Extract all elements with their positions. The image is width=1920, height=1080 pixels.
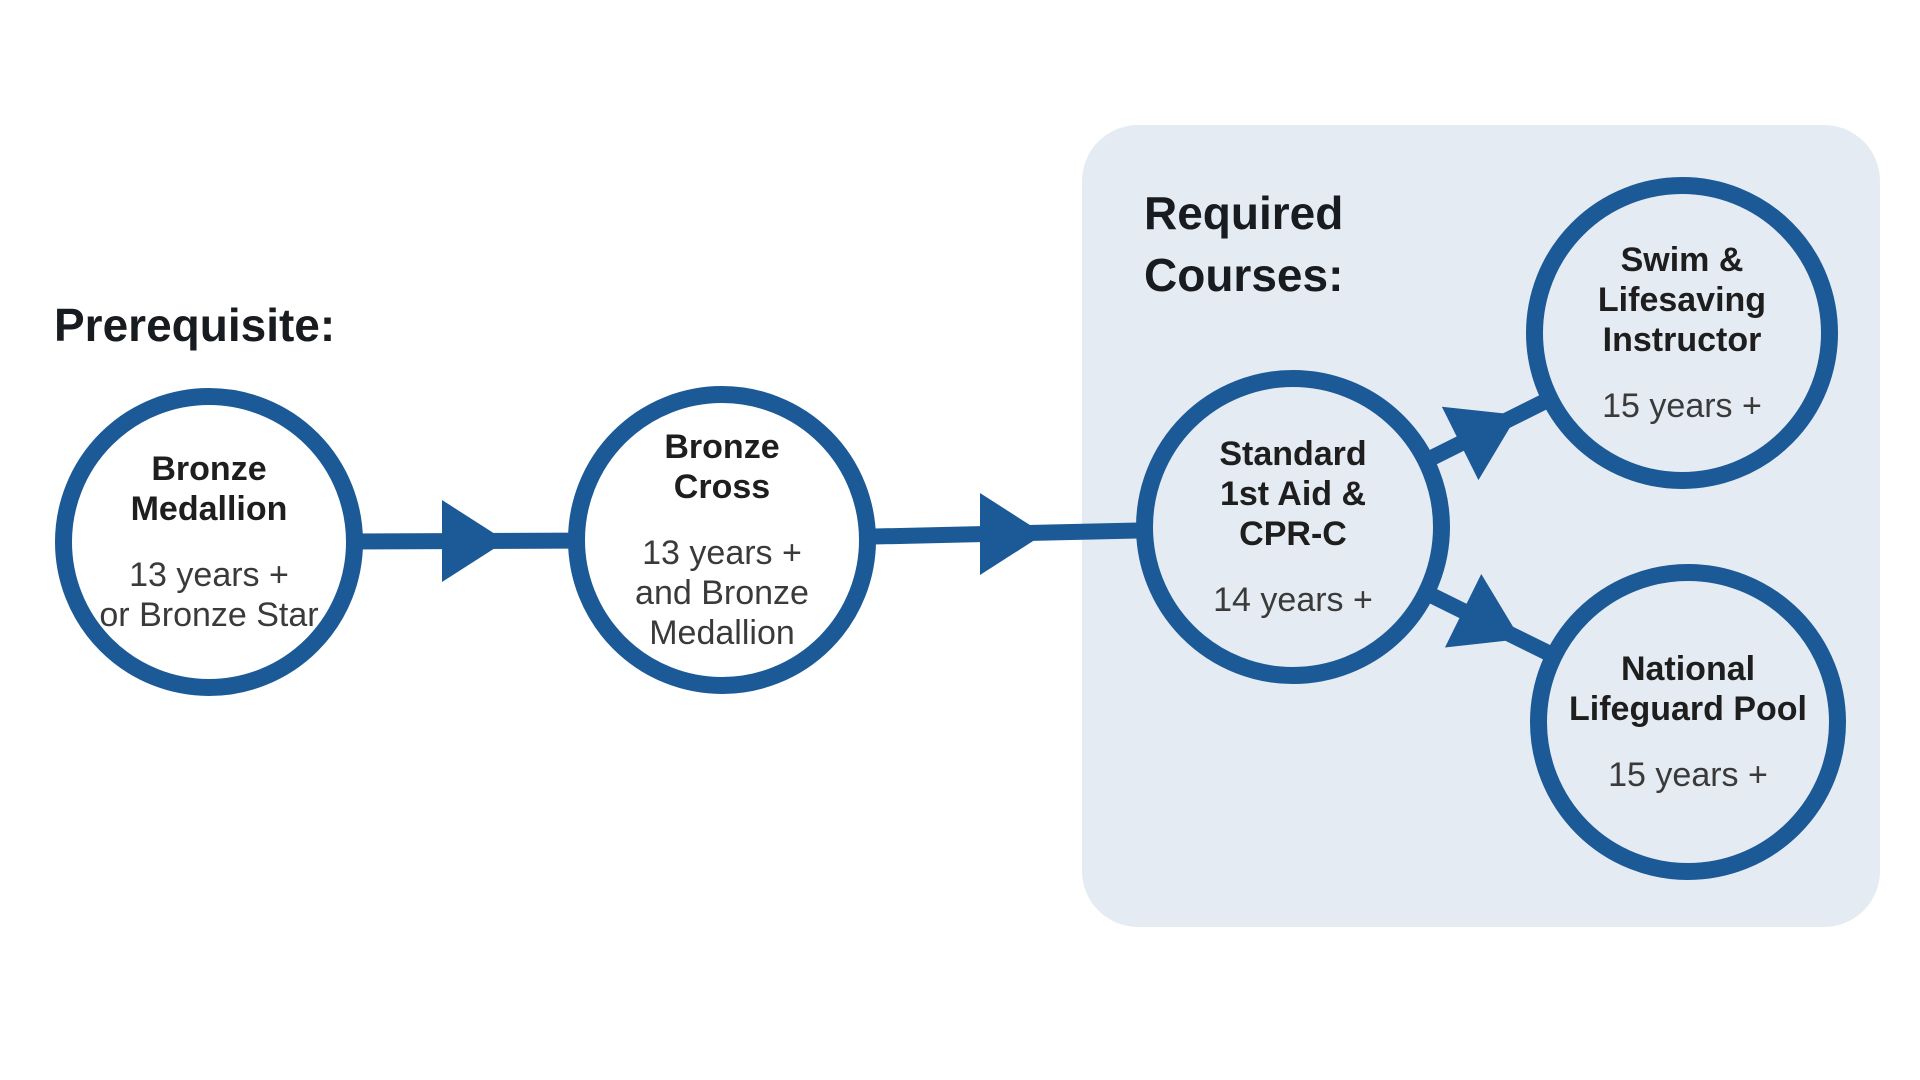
node-title: Standard 1st Aid & CPR-C (1219, 434, 1367, 553)
node-subtitle: 13 years + or Bronze Star (99, 556, 319, 635)
node-title: Swim & Lifesaving Instructor (1597, 240, 1767, 359)
node-standard-first-aid-cpr-c: Standard 1st Aid & CPR-C 14 years + (1136, 370, 1450, 684)
prerequisite-label: Prerequisite: (54, 299, 336, 351)
node-national-lifeguard-pool: National Lifeguard Pool 15 years + (1530, 564, 1846, 880)
node-subtitle: 15 years + (1602, 387, 1762, 426)
node-subtitle: 14 years + (1213, 581, 1373, 620)
node-title: Bronze Cross (664, 427, 780, 506)
required-courses-label: Required Courses: (1144, 187, 1344, 302)
node-swim-lifesaving-instructor: Swim & Lifesaving Instructor 15 years + (1526, 177, 1838, 489)
node-bronze-medallion: Bronze Medallion 13 years + or Bronze St… (55, 388, 363, 696)
node-bronze-cross: Bronze Cross 13 years + and Bronze Medal… (568, 386, 876, 694)
node-subtitle: 13 years + and Bronze Medallion (635, 533, 809, 653)
arrowhead-icon (442, 500, 506, 582)
node-title: Bronze Medallion (130, 449, 288, 528)
node-subtitle: 15 years + (1608, 756, 1768, 795)
arrowhead-icon (1444, 573, 1521, 648)
arrowhead-icon (980, 493, 1044, 575)
node-title: National Lifeguard Pool (1569, 649, 1807, 728)
arrowhead-icon (1441, 406, 1518, 481)
